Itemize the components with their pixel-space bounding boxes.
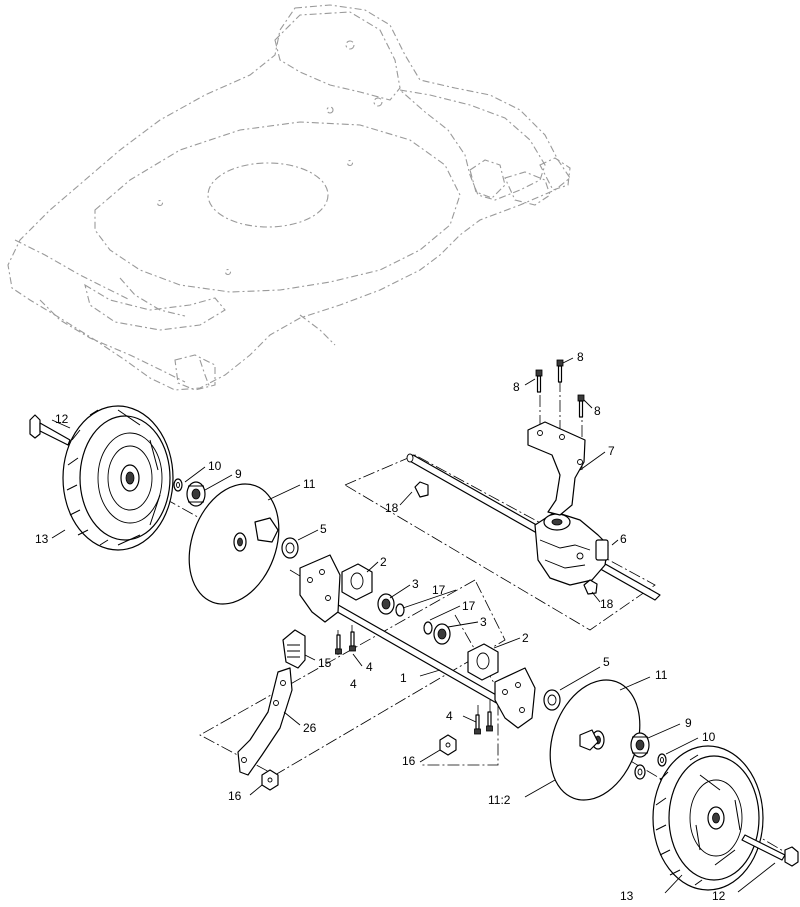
screw-4-d	[486, 711, 493, 732]
right-wheel	[652, 745, 764, 891]
callout-9-right: 9	[685, 716, 692, 730]
bolt-12-left	[29, 414, 71, 446]
screw-8-b	[556, 359, 564, 383]
left-wheel-guard	[188, 483, 280, 605]
left-wheel	[62, 405, 174, 551]
washer-10-left	[173, 478, 183, 492]
callout-9-left: 9	[235, 467, 242, 481]
washer-17-right	[423, 621, 433, 635]
washer-right-inner	[634, 764, 646, 780]
bolt-12-right	[741, 834, 799, 867]
callout-17-left: 17	[432, 583, 446, 597]
callout-13-right: 13	[620, 889, 634, 903]
callout-18-right: 18	[600, 597, 614, 611]
callout-2-left: 2	[380, 555, 387, 569]
leader-lines	[51, 357, 776, 894]
callout-11-left: 11	[303, 477, 316, 491]
callout-17-right: 17	[462, 599, 476, 613]
screw-8-a	[535, 369, 543, 393]
screw-4-b	[349, 631, 356, 652]
callouts: 12 13 10 9 11 5 2 3 17 17 3 2 4 4 1 4 15…	[35, 350, 726, 903]
callout-4-lower: 4	[350, 677, 357, 691]
screw-8-c	[577, 394, 585, 418]
callout-8-right: 8	[594, 404, 601, 418]
callout-16-left: 16	[228, 789, 242, 803]
callout-11-2: 11:2	[488, 793, 511, 807]
screw-4-c	[474, 714, 481, 735]
bearing-housing-2-right	[467, 643, 499, 681]
nut-16-lower	[261, 769, 279, 791]
gearbox	[534, 511, 609, 586]
pinion-9-right	[630, 732, 650, 758]
callout-10-right: 10	[702, 730, 716, 744]
right-axle-bracket	[494, 667, 536, 729]
callout-15: 15	[318, 656, 332, 670]
nut-16-upper	[439, 734, 457, 756]
height-adjust-link	[237, 667, 293, 776]
pinion-9-left	[186, 481, 206, 507]
callout-8-top: 8	[577, 350, 584, 364]
callout-7: 7	[608, 444, 615, 458]
clip-18-a	[414, 481, 429, 498]
callout-13-left: 13	[35, 532, 49, 546]
callout-4-right: 4	[446, 709, 453, 723]
callout-10-left: 10	[208, 459, 222, 473]
washer-17-left	[395, 603, 405, 617]
screw-4-a	[335, 634, 342, 655]
control-bracket	[527, 421, 586, 516]
callout-1: 1	[400, 671, 407, 685]
bearing-3-left	[377, 593, 395, 615]
callout-12-left: 12	[55, 412, 69, 426]
callout-5-left: 5	[320, 522, 327, 536]
drive-shaft	[406, 453, 661, 601]
left-axle-bracket	[299, 554, 341, 623]
callout-2-right: 2	[522, 631, 529, 645]
callout-18-left: 18	[385, 501, 399, 515]
callout-5-right: 5	[603, 655, 610, 669]
bearing-3-right	[433, 623, 451, 645]
callout-6: 6	[620, 532, 627, 546]
height-adjust-knob	[282, 629, 306, 669]
bearing-housing-2-left	[341, 563, 373, 601]
mower-deck-outline	[7, 4, 571, 391]
callout-4-upper: 4	[366, 660, 373, 674]
clip-18-b	[583, 579, 598, 595]
callout-3-left: 3	[412, 577, 419, 591]
washer-10-right	[657, 753, 667, 767]
callout-3-right: 3	[480, 615, 487, 629]
bushing-5-right	[543, 689, 561, 711]
callout-8-left: 8	[513, 380, 520, 394]
bushing-5-left	[281, 537, 299, 559]
callout-26: 26	[303, 721, 317, 735]
callout-11-right: 11	[655, 668, 668, 682]
callout-12-right: 12	[712, 889, 726, 903]
callout-16-right: 16	[402, 754, 416, 768]
